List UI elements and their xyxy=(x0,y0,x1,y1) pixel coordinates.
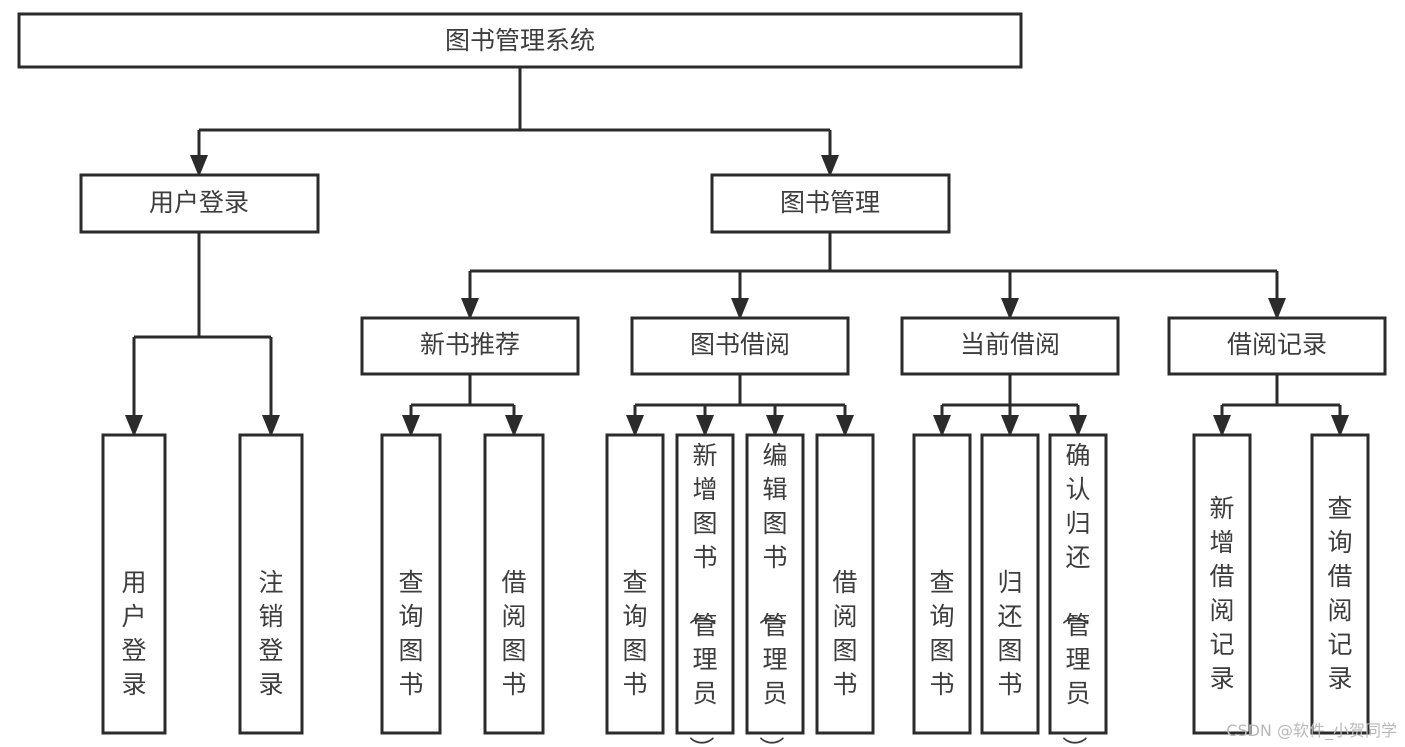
node-box[interactable] xyxy=(1192,433,1252,735)
node-current-borrow[interactable]: 当前借阅 xyxy=(900,316,1120,376)
node-leaf-logout[interactable]: 注销登录 xyxy=(238,433,304,735)
node-box[interactable] xyxy=(360,316,580,376)
node-book-borrow[interactable]: 图书借阅 xyxy=(630,316,850,376)
node-label: 图书管理 xyxy=(780,188,880,217)
node-label: 编辑图书（管理员） xyxy=(756,441,787,747)
connector-layer xyxy=(125,67,1349,437)
node-label: 确认归还（管理员） xyxy=(1059,441,1090,747)
node-label: 新增借阅记录 xyxy=(1209,494,1234,693)
node-box[interactable] xyxy=(630,316,850,376)
node-label: 借阅记录 xyxy=(1227,330,1327,359)
node-book-manage[interactable]: 图书管理 xyxy=(710,173,951,234)
node-box[interactable] xyxy=(1167,316,1387,376)
node-box[interactable] xyxy=(1310,433,1370,735)
node-box[interactable] xyxy=(380,433,442,735)
node-new-book-recommend[interactable]: 新书推荐 xyxy=(360,316,580,376)
node-box[interactable] xyxy=(912,433,972,735)
node-label: 查询借阅记录 xyxy=(1327,494,1352,693)
node-box[interactable] xyxy=(710,173,951,234)
node-user-login[interactable]: 用户登录 xyxy=(79,173,320,234)
node-leaf-query-book-recommend[interactable]: 查询图书 xyxy=(380,433,442,735)
node-leaf-query-borrow-record[interactable]: 查询借阅记录 xyxy=(1310,433,1370,735)
node-leaf-borrow-book[interactable]: 借阅图书 xyxy=(815,433,875,735)
node-leaf-edit-book-admin[interactable]: 编辑图书（管理员） xyxy=(745,433,805,747)
node-box[interactable] xyxy=(605,433,665,735)
node-leaf-query-book-current[interactable]: 查询图书 xyxy=(912,433,972,735)
node-box[interactable] xyxy=(483,433,545,735)
node-leaf-query-book-borrow[interactable]: 查询图书 xyxy=(605,433,665,735)
node-label: 图书借阅 xyxy=(690,330,790,359)
node-label: 查询图书 xyxy=(622,568,647,699)
node-box[interactable] xyxy=(815,433,875,735)
node-box[interactable] xyxy=(745,433,805,735)
node-label: 借阅图书 xyxy=(832,568,857,699)
node-label: 图书管理系统 xyxy=(445,26,595,55)
node-label: 用户登录 xyxy=(121,568,146,699)
node-label: 注销登录 xyxy=(258,568,283,699)
node-root-system[interactable]: 图书管理系统 xyxy=(17,12,1023,69)
node-box[interactable] xyxy=(675,433,735,735)
node-box[interactable] xyxy=(1048,433,1108,735)
node-label: 归还图书 xyxy=(997,568,1022,699)
node-label: 新书推荐 xyxy=(420,330,520,359)
node-box[interactable] xyxy=(980,433,1040,735)
node-leaf-confirm-return-admin[interactable]: 确认归还（管理员） xyxy=(1048,433,1108,747)
node-box[interactable] xyxy=(900,316,1120,376)
node-label: 查询图书 xyxy=(398,568,423,699)
node-leaf-borrow-book-recommend[interactable]: 借阅图书 xyxy=(483,433,545,735)
node-borrow-record[interactable]: 借阅记录 xyxy=(1167,316,1387,376)
node-leaf-user-login[interactable]: 用户登录 xyxy=(101,433,167,735)
node-label: 借阅图书 xyxy=(501,568,526,699)
node-leaf-return-book[interactable]: 归还图书 xyxy=(980,433,1040,735)
node-label: 查询图书 xyxy=(929,568,954,699)
node-box[interactable] xyxy=(238,433,304,735)
node-label: 用户登录 xyxy=(149,188,249,217)
node-leaf-add-book-admin[interactable]: 新增图书（管理员） xyxy=(675,433,735,747)
node-label: 当前借阅 xyxy=(960,330,1060,359)
node-label: 新增图书（管理员） xyxy=(686,441,717,747)
node-leaf-add-borrow-record[interactable]: 新增借阅记录 xyxy=(1192,433,1252,735)
node-box[interactable] xyxy=(101,433,167,735)
node-box[interactable] xyxy=(17,12,1023,69)
node-box[interactable] xyxy=(79,173,320,234)
